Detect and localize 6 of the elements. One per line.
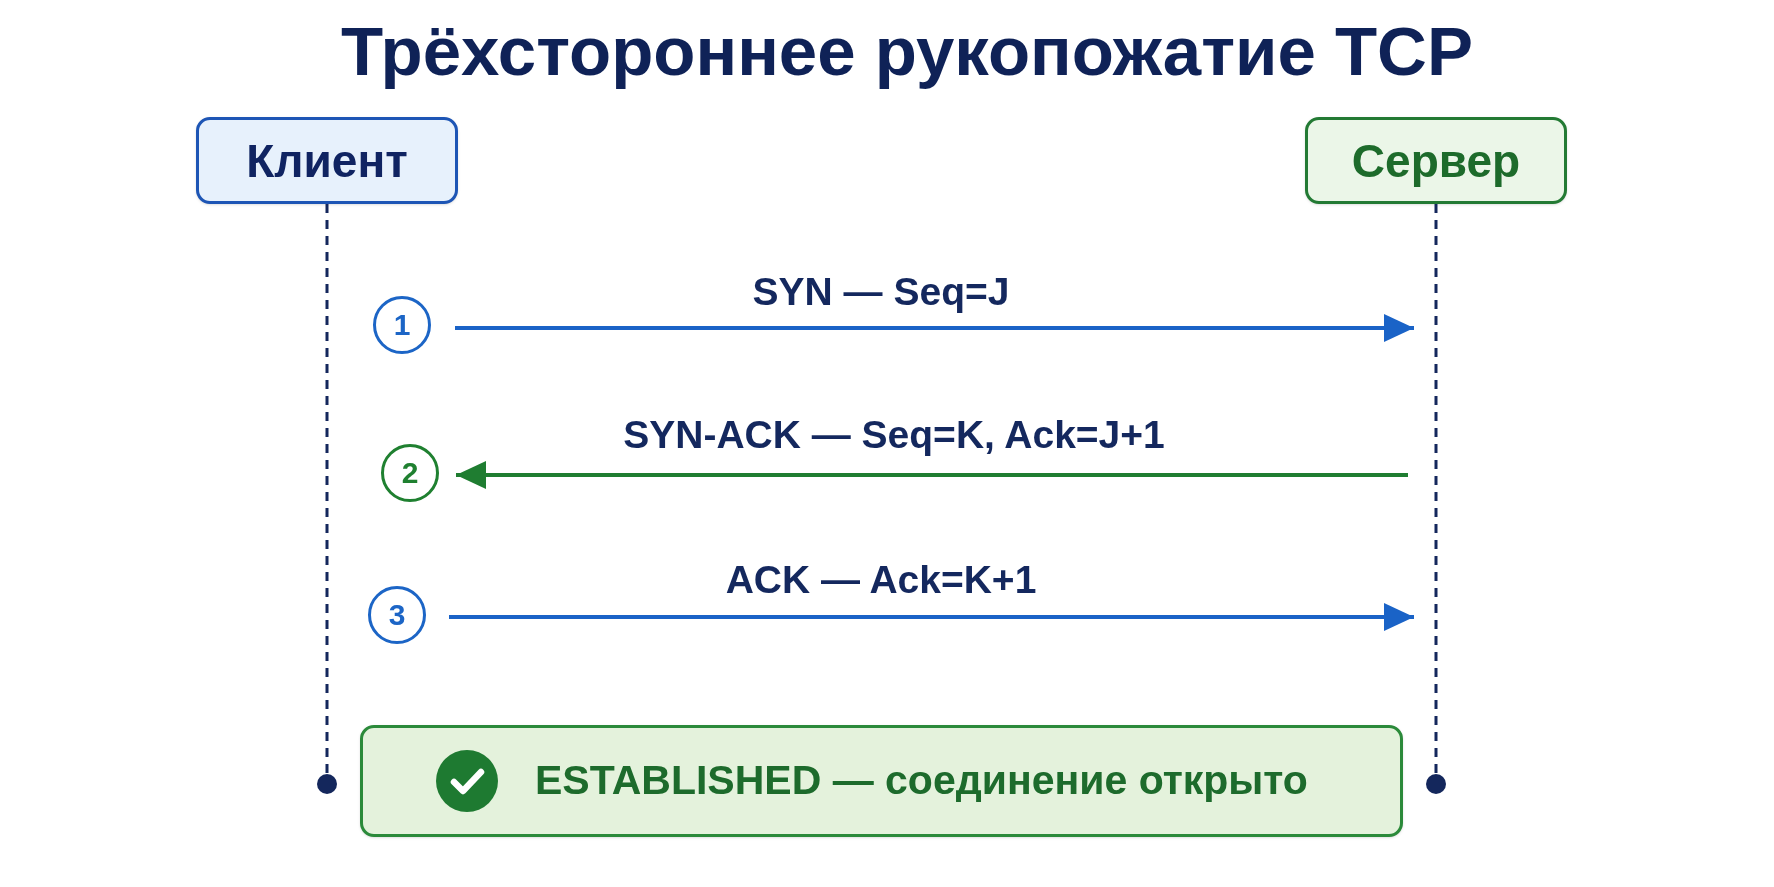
status-banner [360,725,1403,837]
status-text: ESTABLISHED — соединение открыто [535,756,1308,806]
arrow [455,314,1414,342]
participant-name: Клиент [246,137,408,184]
arrow [456,461,1408,489]
arrow [449,603,1414,631]
